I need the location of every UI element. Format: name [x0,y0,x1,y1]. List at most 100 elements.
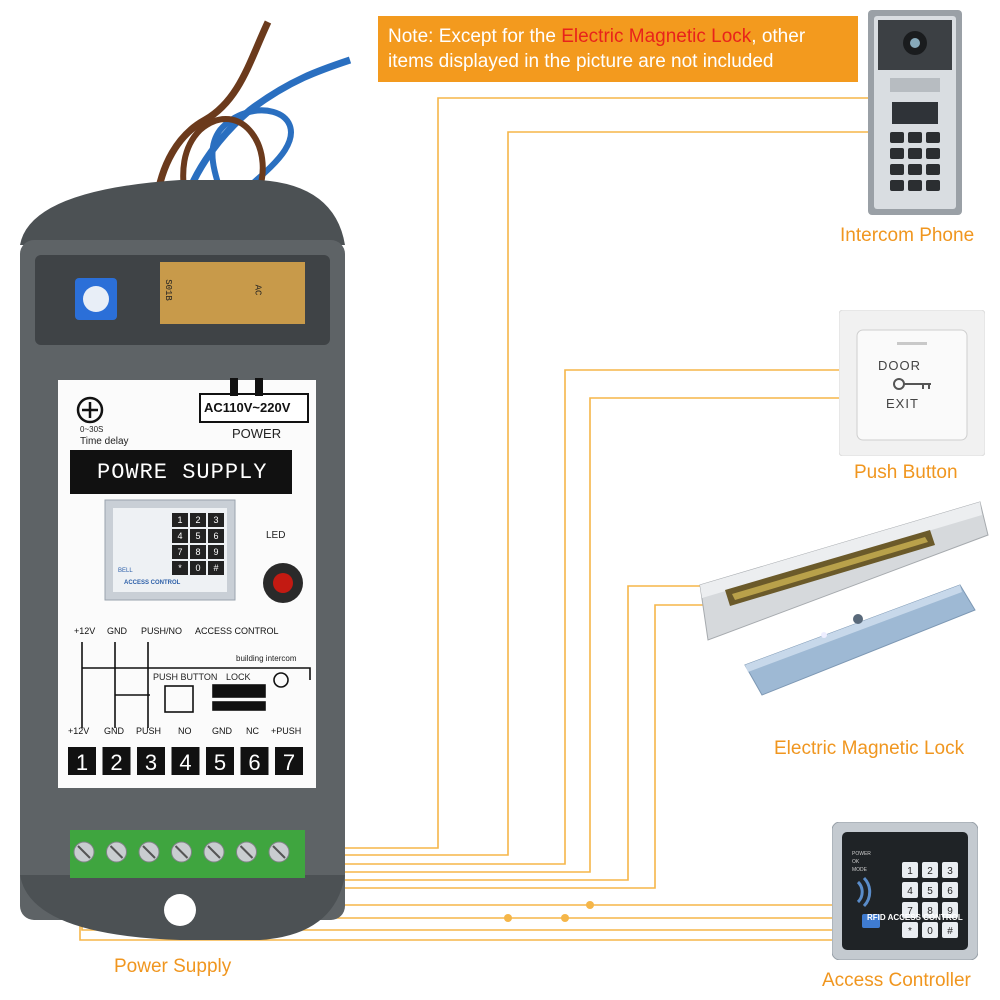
access-key [902,862,918,878]
access-key [942,902,958,918]
terminal-label: PUSH/NO [141,626,183,636]
intercom-key [926,180,940,191]
push-button-caption: Push Button [854,462,958,483]
terminal-label: GND [104,726,124,736]
led-light [273,573,293,593]
access-key-label: 5 [927,886,933,897]
terminal-number-box [240,747,269,775]
access-key-label: 2 [927,866,933,877]
terminal-number: 6 [248,750,260,775]
access-key-label: # [947,926,953,937]
time-delay-knob-icon [76,396,104,424]
rfid-wave-icon [856,876,872,908]
terminal-label: +PUSH [271,726,302,736]
keypad-caption: ACCESS CONTROL [124,580,181,586]
access-key-label: 8 [927,906,933,917]
note-suffix: , other items displayed in the picture a… [388,26,806,72]
keypad-bell: BELL [118,568,133,574]
lock-label: LOCK [226,672,251,682]
junction-dot [586,901,594,909]
voltage-box [199,393,309,423]
keypad-key: 3 [208,513,224,527]
wire-line-4 [210,397,848,873]
lock-caption: Electric Magnetic Lock [774,738,965,759]
keypad-key: * [172,561,188,575]
access-key-label: 0 [927,926,933,937]
intercom-key [908,148,922,159]
terminal-label: ACCESS CONTROL [195,626,279,636]
access-key [902,922,918,938]
terminal-number: 2 [110,750,122,775]
led-label: LED [266,530,286,541]
wire-line-5 [215,585,712,881]
intercom-key [926,164,940,175]
keypad-key: 5 [190,529,206,543]
intercom-key [926,148,940,159]
terminal-number-box [137,747,165,775]
terminal-number: 5 [214,750,226,775]
access-key [922,882,938,898]
electric-magnetic-lock-device [699,501,989,696]
terminal-label: +12V [68,726,90,736]
status-indicator-label: MODE [852,867,867,873]
keypad-key: 9 [208,545,224,559]
exit-text: EXIT [886,396,919,411]
terminal-number: 3 [145,750,157,775]
access-key [942,862,958,878]
building-intercom-label: building intercom [236,654,297,663]
bell-icon [862,914,880,928]
keypad-key: 1 [172,513,188,527]
status-indicator-label: OK [852,859,860,865]
title-bar [70,450,292,494]
access-key-label: 6 [947,886,953,897]
access-controller-caption: Access Controller [822,970,971,991]
time-delay-label: Time delay [80,436,129,447]
intercom-key [890,132,904,143]
power-supply-title: POWRE SUPPLY [97,460,268,485]
ac-tag: AC [252,284,263,296]
wire-line-2 [248,131,868,856]
junction-dot [504,914,512,922]
terminal-label: PUSH [136,726,162,736]
keypad-key: 0 [190,561,206,575]
terminal-number: 4 [179,750,191,775]
terminal-number-box [102,747,131,775]
keypad-key: 6 [208,529,224,543]
access-key [922,922,938,938]
wire-line-6 [210,604,712,889]
access-key [922,902,938,918]
intercom-caption: Intercom Phone [840,225,975,246]
mounting-hole [164,894,196,926]
time-delay-range: 0~30S [80,425,104,434]
access-key-label: * [908,926,912,937]
terminal-number-box [275,747,303,775]
schematic-lines [81,642,311,728]
keypad-key: 4 [172,529,188,543]
circuit-board [160,262,305,324]
keypad-key: 7 [172,545,188,559]
intercom-key [908,164,922,175]
door-text: DOOR [878,358,921,373]
access-key [902,902,918,918]
status-indicator-label: POWER [852,851,871,857]
terminal-label: NC [246,726,259,736]
pot-label: S01B [162,279,173,301]
intercom-key [908,180,922,191]
keypad-key: # [208,561,224,575]
terminal-label: NO [178,726,192,736]
terminal-number-box [68,747,96,775]
wire-line-3 [245,369,848,865]
potentiometer-dial [83,286,109,312]
housing-top-ear [20,180,345,245]
power-label: POWER [232,426,282,441]
keypad-key: 2 [190,513,206,527]
terminal-number-box [206,747,234,775]
terminal-number: 7 [283,750,295,775]
note-banner: Note: Except for the Electric Magnetic L… [378,16,858,82]
